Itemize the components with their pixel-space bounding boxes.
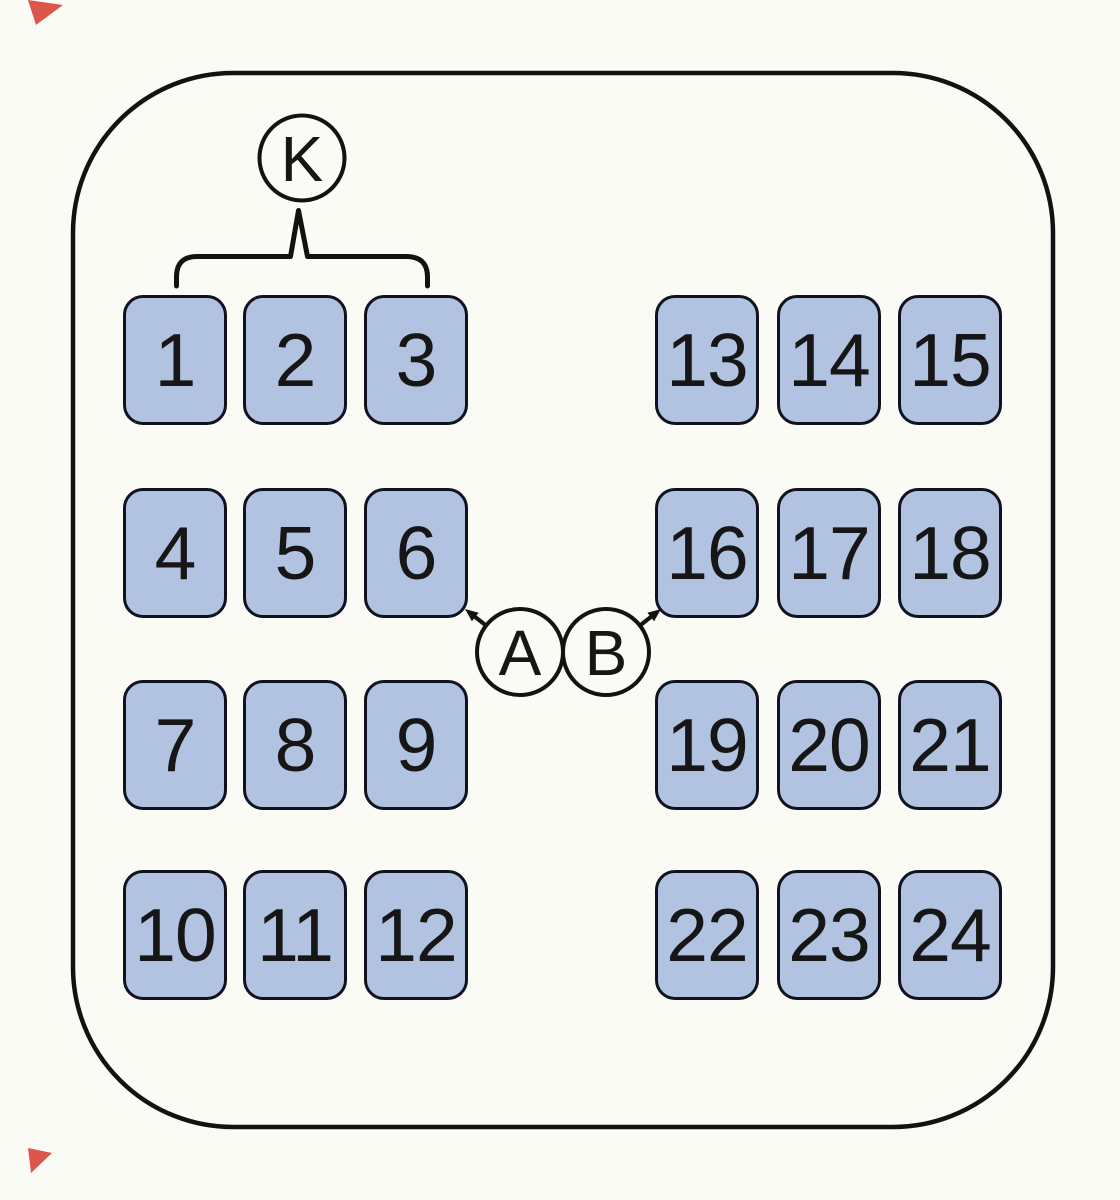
seat-14: 14 [777, 295, 881, 425]
k-bracket [174, 208, 430, 289]
k-label: K [281, 123, 324, 195]
seat-19: 19 [655, 680, 759, 810]
seat-7: 7 [123, 680, 227, 810]
seat-23: 23 [777, 870, 881, 1000]
seat-12: 12 [364, 870, 468, 1000]
a-circle-fill [477, 609, 563, 695]
seat-17: 17 [777, 488, 881, 618]
seat-2: 2 [243, 295, 347, 425]
arrow-b-head [647, 609, 661, 622]
seat-4: 4 [123, 488, 227, 618]
seat-20: 20 [777, 680, 881, 810]
seat-1: 1 [123, 295, 227, 425]
panel-outline [70, 70, 1056, 1130]
b-label: B [585, 617, 628, 689]
k-circle [257, 113, 347, 203]
seat-21: 21 [898, 680, 1002, 810]
seat-10: 10 [123, 870, 227, 1000]
arrow-a-line [472, 614, 488, 628]
seat-18: 18 [898, 488, 1002, 618]
seat-11: 11 [243, 870, 347, 1000]
seat-15: 15 [898, 295, 1002, 425]
seat-8: 8 [243, 680, 347, 810]
seat-3: 3 [364, 295, 468, 425]
red-artifact-top [28, 0, 63, 25]
arrow-b-line [638, 614, 654, 628]
seat-24: 24 [898, 870, 1002, 1000]
seat-13: 13 [655, 295, 759, 425]
seat-6: 6 [364, 488, 468, 618]
seat-16: 16 [655, 488, 759, 618]
arrow-a-head [465, 609, 479, 622]
seat-5: 5 [243, 488, 347, 618]
a-label: A [499, 617, 542, 689]
b-circle [561, 607, 651, 697]
seat-9: 9 [364, 680, 468, 810]
red-artifact-bottom [28, 1148, 52, 1173]
seat-22: 22 [655, 870, 759, 1000]
b-circle-fill [563, 609, 649, 695]
